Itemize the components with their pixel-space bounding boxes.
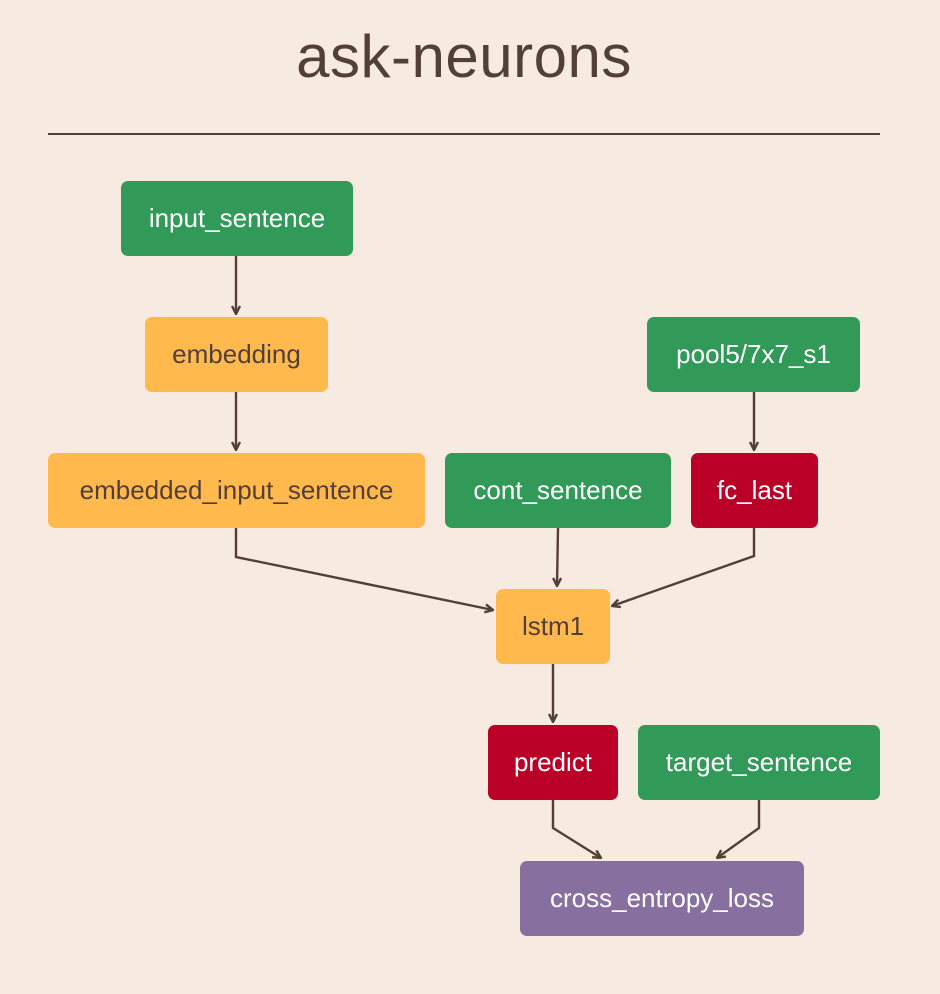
node-label: embedding [172, 339, 301, 369]
node-embedded_input_sentence[interactable]: embedded_input_sentence [48, 453, 425, 528]
node-pool5[interactable]: pool5/7x7_s1 [647, 317, 860, 392]
edge-embedded_input_sentence-to-lstm1 [234, 528, 493, 610]
node-label: input_sentence [148, 203, 326, 233]
node-label: cont_sentence [473, 475, 643, 505]
edge-target_sentence-to-cross_entropy_loss [717, 800, 761, 858]
node-predict[interactable]: predict [488, 725, 618, 800]
node-label: predict [513, 747, 593, 777]
edge-cont_sentence-to-lstm1 [557, 527, 558, 586]
edge-fc_last-to-lstm1 [612, 528, 756, 606]
node-label: cross_entropy_loss [550, 883, 774, 913]
node-lstm1[interactable]: lstm1 [496, 589, 610, 664]
node-cross_entropy_loss[interactable]: cross_entropy_loss [520, 861, 804, 936]
edge-predict-to-cross_entropy_loss [551, 800, 601, 858]
node-label: fc_last [716, 475, 793, 505]
node-label: embedded_input_sentence [79, 475, 394, 505]
node-target_sentence[interactable]: target_sentence [638, 725, 880, 800]
node-label: lstm1 [521, 611, 585, 641]
node-fc_last[interactable]: fc_last [691, 453, 818, 528]
node-cont_sentence[interactable]: cont_sentence [445, 453, 671, 528]
title-divider [48, 133, 880, 135]
node-embedding[interactable]: embedding [145, 317, 328, 392]
node-label: target_sentence [665, 747, 853, 777]
node-input_sentence[interactable]: input_sentence [121, 181, 353, 256]
diagram-title: ask-neurons [296, 23, 632, 90]
node-label: pool5/7x7_s1 [676, 339, 831, 369]
